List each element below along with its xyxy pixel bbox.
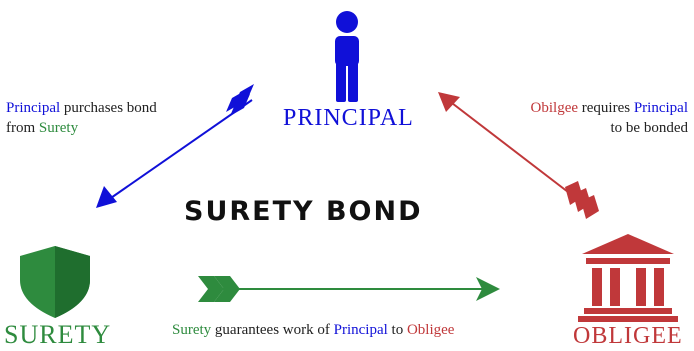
shield-icon [20,246,90,318]
caption-principal-to-surety: Principal purchases bond from Surety [6,98,157,138]
caption-text: purchases bond [60,100,157,116]
diagram-title: SURETY BOND [184,196,423,227]
caption-surety-to-obligee: Surety guarantees work of Principal to O… [172,320,454,340]
caption-text: to [387,322,407,338]
caption-line-2: to be bonded [610,120,688,136]
arrow-fletching-green [198,276,240,302]
surety-label: SURETY [4,320,112,349]
arrow-obligee-to-principal [438,92,599,219]
arrow-fletching-red [565,181,599,219]
principal-term: Principal [6,100,61,116]
principal-term: Principal [633,100,688,116]
obligee-label: OBLIGEE [573,323,683,349]
obligee-term: Obligee [406,322,455,338]
arrow-principal-to-surety [96,84,254,208]
caption-text: from [6,120,39,136]
arrow-fletching-blue [226,84,254,116]
principal-label: PRINCIPAL [283,105,414,131]
caption-line-2: from Surety [6,118,157,138]
surety-term: Surety [38,120,79,136]
principal-term: Principal [333,322,388,338]
caption-obligee-to-principal: Obilgee requires Principal to be bonded [531,98,688,138]
caption-text: guarantees work of [211,322,334,338]
caption-line-1: Principal purchases bond [6,98,157,118]
person-icon [335,11,359,102]
surety-term: Surety [172,322,212,338]
obligee-term: Obilgee [530,100,579,116]
arrow-surety-to-obligee [198,276,500,302]
caption-line-1: Obilgee requires Principal [531,98,688,118]
caption-text: requires [578,100,634,116]
courthouse-icon [578,234,678,322]
